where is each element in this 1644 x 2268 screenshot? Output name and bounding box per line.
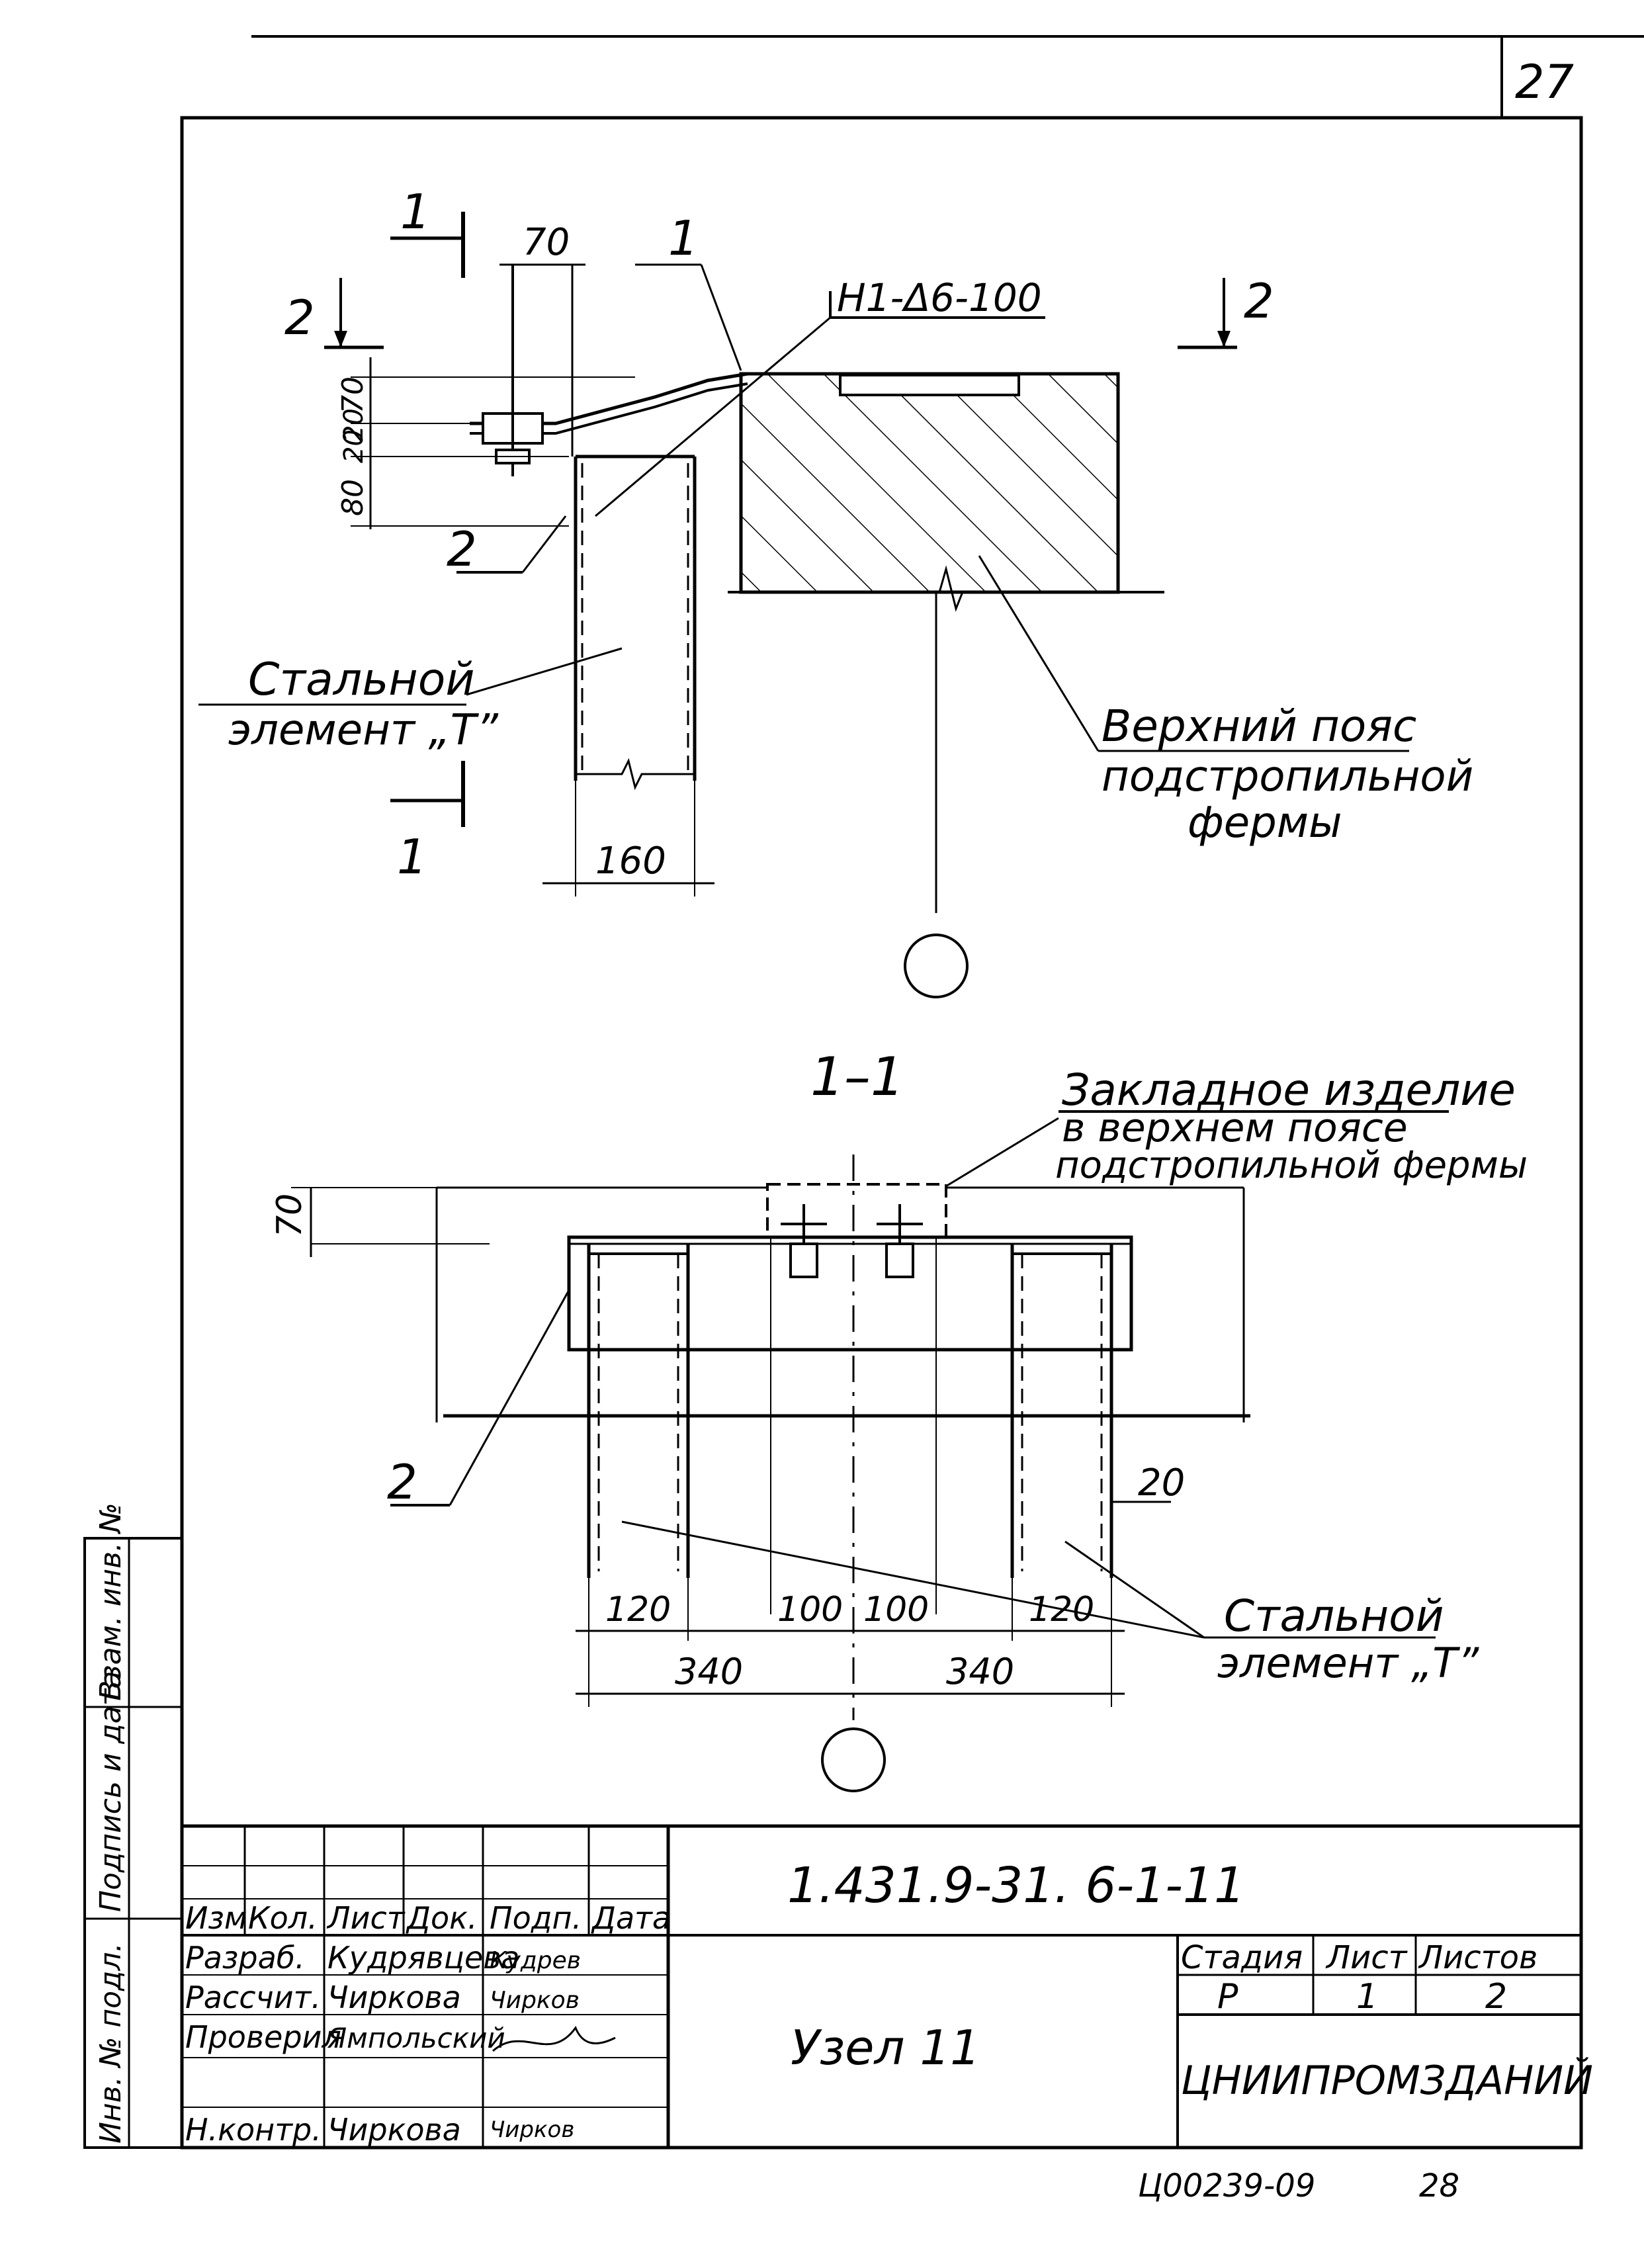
role-razrab: Разраб. (185, 1940, 305, 1976)
organization: ЦНИИПРОМЗДАНИЙ (1181, 2057, 1593, 2104)
side-stamp-sign: Подпись и дата (94, 1671, 128, 1912)
drawing-frame (180, 116, 1583, 2150)
weld-note: Н1-Δ6-100 (837, 275, 1042, 320)
sheet-header: 27 (251, 35, 1644, 119)
side-stamp-inv: Инв. № подл. (94, 1942, 128, 2144)
cross-plate (567, 1235, 1133, 1352)
sign-razrab: Кудрев (490, 1947, 581, 1974)
embed-label-1: Закладное изделие (1062, 1065, 1516, 1115)
archive-page: 28 (1419, 2167, 1459, 2204)
section-steel-label-2: элемент „Т” (1217, 1639, 1479, 1687)
bolt-right (877, 1204, 923, 1278)
section-dim-120-left: 120 (605, 1590, 671, 1630)
role-nkontr: Н.контр. (185, 2112, 322, 2148)
dim-v-20b: 20 (339, 429, 369, 463)
embed-label-2: в верхнем поясе (1062, 1105, 1408, 1151)
signature-proveril (492, 2025, 616, 2052)
sheet-value: 1 (1356, 1977, 1378, 2017)
side-stamp: Инв. № подл. Подпись и дата Взам. инв. № (83, 1503, 183, 2149)
leader-2: 2 (447, 521, 477, 577)
embed-label-3: подстропильной фермы (1055, 1144, 1528, 1187)
name-nkontr: Чиркова (327, 2112, 461, 2148)
section-dim-340-right: 340 (946, 1651, 1014, 1692)
stage-label: Стадия (1181, 1939, 1303, 1976)
upper-chord-hatched (739, 372, 1120, 594)
section-dim-340-left: 340 (675, 1651, 743, 1692)
section-mark-1-top: 1 (400, 184, 431, 240)
dim-v-80: 80 (336, 479, 370, 516)
hdr-data: Дата (591, 1900, 671, 1936)
role-proveril: Проверил (185, 2019, 341, 2055)
node-circle-top (904, 934, 969, 998)
embed-plate-plan (839, 374, 1020, 396)
section-dim-100-right: 100 (863, 1590, 929, 1630)
section-steel-label-1: Стальной (1224, 1591, 1444, 1641)
side-stamp-replaced: Взам. инв. № (94, 1503, 128, 1700)
steel-element-label-2: элемент „Т” (228, 706, 499, 755)
node-circle-bottom (821, 1727, 886, 1792)
page-number: 27 (1515, 55, 1574, 109)
dim-160: 160 (595, 840, 666, 883)
sign-nkontr: Чирков (490, 2116, 574, 2143)
dim-v-20a: 20 (339, 408, 369, 442)
sign-rasschit: Чирков (490, 1987, 580, 2014)
upper-chord-label-3: фермы (1188, 799, 1342, 848)
hdr-izm: Изм. (185, 1900, 257, 1936)
role-rasschit: Рассчит. (185, 1980, 321, 2015)
title-block: Изм. Кол. Лист Док. Подп. Дата Разраб. К… (182, 1824, 1593, 2148)
bolt-left (781, 1204, 827, 1278)
plan-view: 1 1 2 2 70 70 20 20 80 1 Н1-Δ6 (198, 184, 1473, 998)
name-rasschit: Чиркова (327, 1980, 461, 2015)
sheet-label: Лист (1325, 1939, 1408, 1976)
hdr-list: Лист (326, 1900, 406, 1936)
hdr-dok: Док. (406, 1900, 478, 1936)
name-proveril: Ямпольский (327, 2022, 505, 2054)
archive-number: Ц00239-09 (1138, 2167, 1315, 2204)
upper-chord-label-1: Верхний пояс (1102, 701, 1416, 752)
embed-plate-section (766, 1183, 947, 1239)
dim-v-70: 70 (336, 376, 370, 414)
dim-70-top: 70 (523, 221, 570, 264)
name-razrab: Кудрявцева (327, 1940, 520, 1976)
section-mark-1-bottom: 1 (397, 829, 427, 885)
section-dim-70: 70 (270, 1194, 310, 1237)
hdr-kol: Кол. (248, 1900, 318, 1936)
node-name: Узел 11 (791, 2020, 980, 2075)
hdr-podp: Подп. (490, 1900, 582, 1936)
section-dim-100-left: 100 (777, 1590, 843, 1630)
section-dim-20: 20 (1138, 1461, 1185, 1505)
section-mark-2-right: 2 (1244, 273, 1274, 329)
section-title: 1–1 (810, 1046, 904, 1108)
section-view: 1–1 Закладное изделие в верхнем поясе по… (270, 1046, 1528, 1792)
steel-element-label-1: Стальной (248, 654, 475, 706)
stage-value: Р (1217, 1977, 1238, 2017)
drawing-code: 1.431.9-31. 6-1-11 (787, 1857, 1245, 1914)
sheets-label: Листов (1418, 1939, 1537, 1976)
leader-1: 1 (668, 210, 699, 266)
section-mark-2-left: 2 (284, 290, 315, 345)
upper-chord-label-2: подстропильной (1102, 752, 1473, 801)
section-leader-2: 2 (387, 1454, 417, 1510)
sheets-value: 2 (1485, 1977, 1507, 2017)
